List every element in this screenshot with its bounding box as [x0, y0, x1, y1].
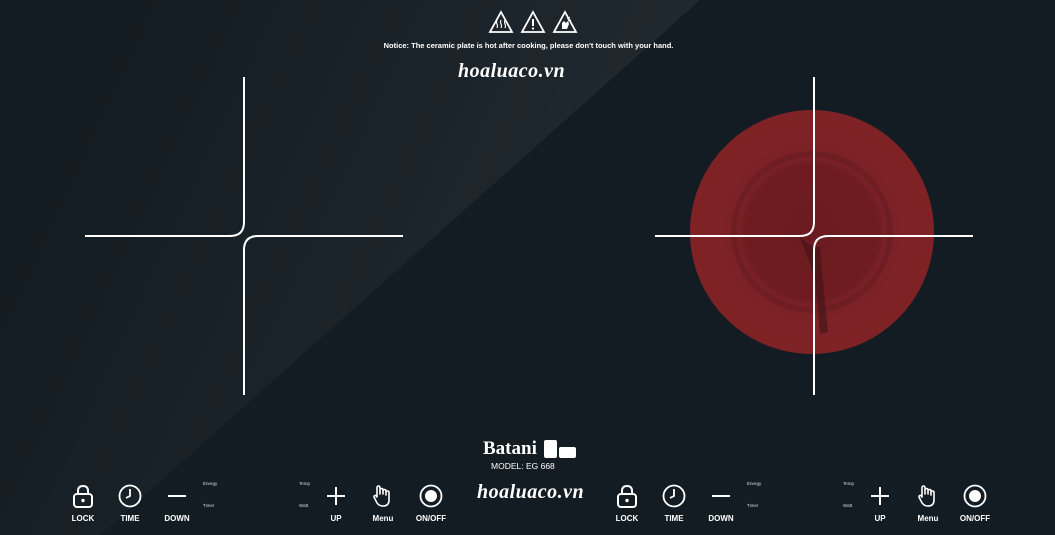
clock-icon: [118, 484, 142, 508]
left-energy-indicator: Energy: [203, 481, 218, 486]
cross-zone-marker-icon: [85, 77, 403, 395]
right-timer-indicator: Timer: [747, 503, 759, 508]
lock-label: LOCK: [71, 514, 95, 523]
right-time-button[interactable]: TIME: [649, 482, 699, 523]
plus-icon: [327, 487, 345, 505]
minus-icon: [712, 495, 730, 497]
down-label: DOWN: [164, 514, 190, 523]
brand-logo: Batani: [483, 438, 577, 460]
left-time-button[interactable]: TIME: [105, 482, 155, 523]
left-lock-button[interactable]: LOCK: [58, 482, 108, 523]
time-label: TIME: [664, 514, 684, 523]
left-cooking-zone[interactable]: [80, 72, 410, 402]
lock-icon: [617, 484, 637, 508]
onoff-label: ON/OFF: [959, 514, 991, 523]
right-watt-indicator: Watt: [843, 503, 853, 508]
cross-zone-marker-icon: [655, 77, 973, 395]
right-menu-button[interactable]: Menu: [903, 482, 953, 523]
menu-label: Menu: [917, 514, 939, 523]
batani-logo-icon: [543, 440, 576, 458]
left-down-button[interactable]: DOWN: [152, 482, 202, 523]
watermark: hoaluaco.vn: [458, 60, 566, 82]
up-label: UP: [874, 514, 886, 523]
lock-label: LOCK: [615, 514, 639, 523]
onoff-label: ON/OFF: [415, 514, 447, 523]
right-up-button[interactable]: UP: [855, 482, 905, 523]
right-lock-button[interactable]: LOCK: [602, 482, 652, 523]
watermark: hoaluaco.vn: [477, 481, 585, 503]
hand-menu-icon: [918, 485, 935, 507]
warning-icons: [488, 10, 578, 34]
plus-icon: [871, 487, 889, 505]
right-temp-indicator: Temp: [843, 481, 855, 486]
hot-surface-warning-icon: [488, 10, 514, 33]
right-power-button[interactable]: ON/OFF: [950, 482, 1000, 523]
lock-icon: [73, 484, 93, 508]
left-timer-indicator: Timer: [203, 503, 215, 508]
brand-name: Batani: [483, 438, 537, 459]
clock-icon: [662, 484, 686, 508]
right-cooking-zone[interactable]: [650, 72, 980, 402]
right-energy-indicator: Energy: [747, 481, 762, 486]
model-number: MODEL: EG 668: [491, 461, 555, 471]
exclamation-warning-icon: [520, 10, 546, 33]
safety-notice: Notice: The ceramic plate is hot after c…: [383, 41, 674, 50]
minus-icon: [168, 495, 186, 497]
time-label: TIME: [120, 514, 140, 523]
right-down-button[interactable]: DOWN: [696, 482, 746, 523]
hand-burn-warning-icon: [552, 10, 578, 33]
up-label: UP: [330, 514, 342, 523]
power-icon: [963, 484, 987, 508]
left-menu-button[interactable]: Menu: [358, 482, 408, 523]
down-label: DOWN: [708, 514, 734, 523]
power-icon: [419, 484, 443, 508]
hand-menu-icon: [373, 485, 390, 507]
left-up-button[interactable]: UP: [311, 482, 361, 523]
menu-label: Menu: [372, 514, 394, 523]
left-watt-indicator: Watt: [299, 503, 309, 508]
left-temp-indicator: Temp: [299, 481, 311, 486]
left-power-button[interactable]: ON/OFF: [406, 482, 456, 523]
